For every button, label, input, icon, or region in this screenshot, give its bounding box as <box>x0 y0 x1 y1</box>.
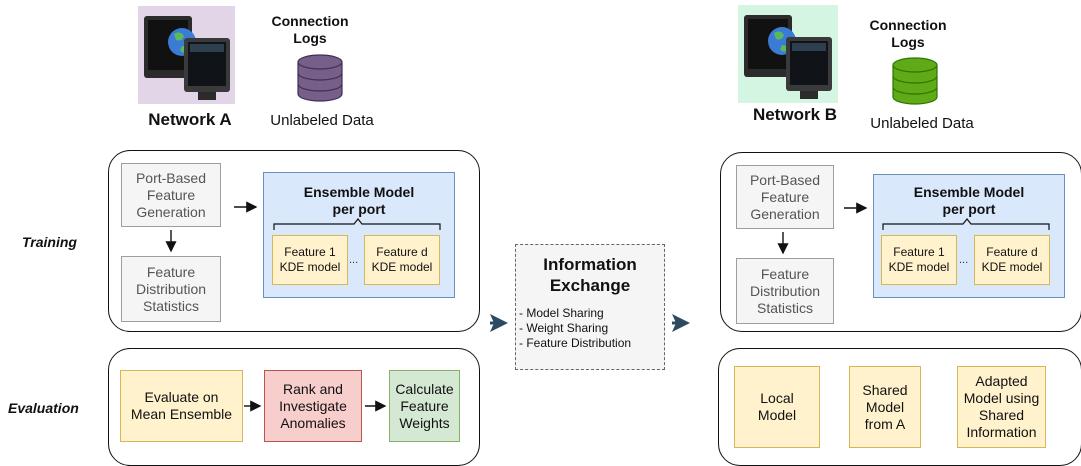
calculate-weights-box: Calculate Feature Weights <box>389 370 460 442</box>
evaluate-mean-ensemble-box: Evaluate on Mean Ensemble <box>120 370 243 442</box>
list-item: - Weight Sharing <box>519 321 609 335</box>
kde-feature-d-a: Feature d KDE model <box>364 235 440 285</box>
ensemble-title-b: Ensemble Model per port <box>913 184 1025 217</box>
shared-model-box: Shared Model from A <box>849 366 921 448</box>
information-exchange-title: Information Exchange <box>543 255 637 295</box>
port-feature-box-a: Port-Based Feature Generation <box>121 163 221 227</box>
distribution-box-a: Feature Distribution Statistics <box>121 256 221 322</box>
ellipsis-b: ... <box>959 254 969 266</box>
port-feature-box-b: Port-Based Feature Generation <box>736 165 834 229</box>
computer-globe-icon <box>144 16 230 100</box>
adapted-model-box: Adapted Model using Shared Information <box>957 366 1046 448</box>
network-b-icon-bg <box>738 5 838 103</box>
information-exchange-box <box>515 244 665 370</box>
kde-feature-d-b: Feature d KDE model <box>974 235 1050 285</box>
local-model-box: Local Model <box>734 366 820 448</box>
network-b-title: Network B <box>752 105 838 124</box>
ellipsis-a: ... <box>349 254 359 266</box>
training-label: Training <box>22 234 77 250</box>
network-a-title: Network A <box>148 110 232 129</box>
network-b-logs-title: Connection Logs <box>869 17 947 50</box>
list-item: - Model Sharing <box>519 306 604 320</box>
computer-globe-icon <box>744 15 832 99</box>
information-exchange-list: - Model Sharing - Weight Sharing - Featu… <box>519 306 664 351</box>
list-item: - Feature Distribution <box>519 336 632 350</box>
rank-investigate-box: Rank and Investigate Anomalies <box>264 370 362 442</box>
network-b-unlabeled: Unlabeled Data <box>870 114 974 132</box>
network-a-icon-bg <box>138 6 235 104</box>
exchange-arrow-right <box>672 314 690 332</box>
network-a-unlabeled: Unlabeled Data <box>270 111 374 129</box>
ensemble-title-a: Ensemble Model per port <box>303 184 415 217</box>
distribution-box-b: Feature Distribution Statistics <box>736 258 834 324</box>
exchange-arrow-left <box>490 314 508 332</box>
kde-feature-1-a: Feature 1 KDE model <box>272 235 348 285</box>
kde-feature-1-b: Feature 1 KDE model <box>881 235 957 285</box>
network-a-logs-title: Connection Logs <box>271 13 349 46</box>
evaluation-label: Evaluation <box>8 400 79 416</box>
